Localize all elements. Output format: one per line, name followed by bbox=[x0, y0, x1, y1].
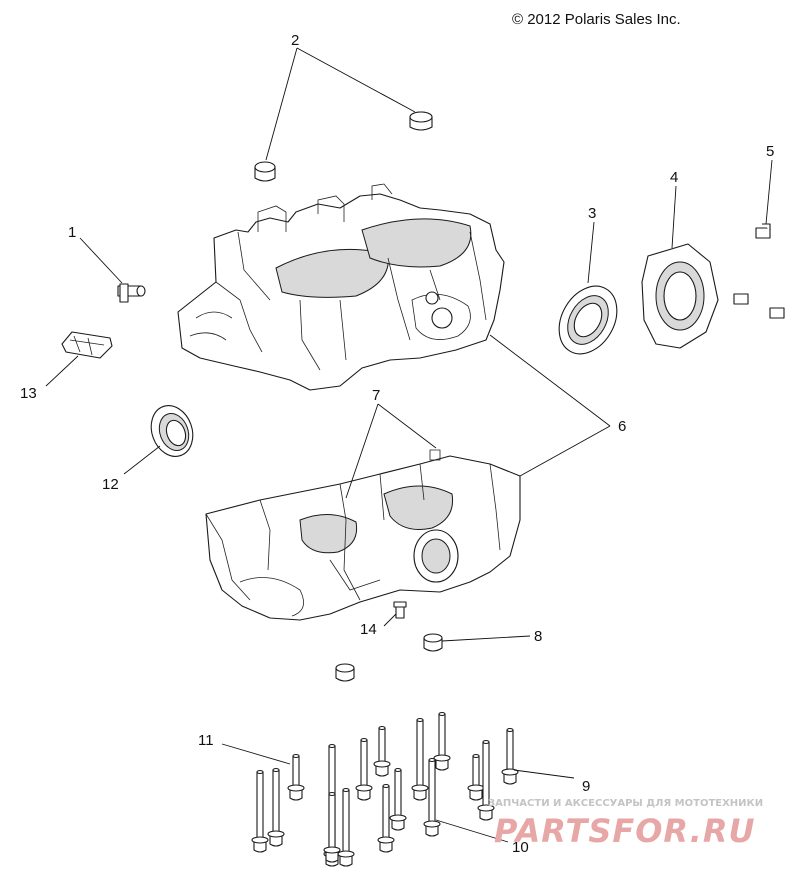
leader-6-upper bbox=[489, 334, 611, 427]
bolt bbox=[389, 767, 407, 831]
callout-13: 13 bbox=[20, 385, 37, 402]
callout-8: 8 bbox=[534, 628, 542, 645]
callout-6: 6 bbox=[618, 418, 626, 435]
bolt bbox=[377, 783, 395, 853]
lower-crankcase bbox=[205, 449, 521, 621]
cover-bolt-top bbox=[755, 223, 771, 239]
leader-7 bbox=[345, 403, 437, 499]
leader-1 bbox=[79, 237, 123, 284]
cover-bolt-right bbox=[769, 307, 785, 319]
callout-1: 1 bbox=[68, 224, 76, 241]
bolt bbox=[501, 727, 519, 785]
bolt bbox=[355, 737, 373, 801]
leader-6-lower bbox=[519, 425, 611, 477]
leader-5 bbox=[765, 159, 773, 225]
leader-10 bbox=[435, 819, 509, 843]
callout-11: 11 bbox=[198, 732, 214, 749]
leader-12 bbox=[123, 445, 161, 475]
leader-4 bbox=[671, 185, 677, 249]
cover-plate bbox=[641, 243, 719, 349]
oil-seal-large bbox=[558, 285, 618, 355]
callout-7: 7 bbox=[372, 387, 380, 404]
upper-crankcase bbox=[177, 183, 505, 391]
clip-bracket-part bbox=[61, 331, 113, 359]
dowel-pin-upper-right bbox=[409, 111, 433, 131]
callout-2: 2 bbox=[291, 32, 299, 49]
leader-13 bbox=[45, 355, 79, 387]
oil-seal-small bbox=[150, 405, 194, 457]
leader-9 bbox=[513, 769, 575, 779]
leader-8 bbox=[441, 635, 531, 642]
bolt bbox=[251, 769, 269, 853]
leader-3 bbox=[587, 221, 595, 284]
callout-5: 5 bbox=[766, 143, 774, 160]
bolt bbox=[411, 717, 429, 801]
dowel-pin-lower-right bbox=[423, 633, 443, 652]
leader-2 bbox=[265, 47, 416, 161]
crankcase-bolts bbox=[251, 711, 519, 867]
bolt bbox=[433, 711, 451, 771]
bolt bbox=[267, 767, 285, 847]
fitting-part bbox=[117, 283, 146, 303]
watermark-tagline: ЗАПЧАСТИ И АКСЕССУАРЫ ДЛЯ МОТОТЕХНИКИ bbox=[488, 798, 763, 809]
leader-11 bbox=[221, 743, 291, 765]
callout-4: 4 bbox=[670, 169, 678, 186]
bolt bbox=[337, 787, 355, 867]
bolt bbox=[467, 753, 485, 801]
copyright-text: © 2012 Polaris Sales Inc. bbox=[512, 11, 681, 28]
callout-10: 10 bbox=[512, 839, 529, 856]
leader-14 bbox=[383, 613, 397, 627]
bolt bbox=[477, 739, 495, 821]
dowel-pin-lower-left bbox=[335, 663, 355, 682]
callout-12: 12 bbox=[102, 476, 119, 493]
cover-bolt-mid bbox=[733, 293, 749, 305]
callout-9: 9 bbox=[582, 778, 590, 795]
bolt bbox=[287, 753, 305, 801]
small-bolt bbox=[393, 601, 407, 619]
dowel-pin-upper-left bbox=[254, 161, 276, 182]
bolt bbox=[423, 757, 441, 837]
watermark-brand: PARTSFOR.RU bbox=[494, 812, 755, 850]
callout-14: 14 bbox=[360, 621, 377, 638]
callout-3: 3 bbox=[588, 205, 596, 222]
bolt bbox=[373, 725, 391, 777]
bolt bbox=[323, 791, 341, 863]
